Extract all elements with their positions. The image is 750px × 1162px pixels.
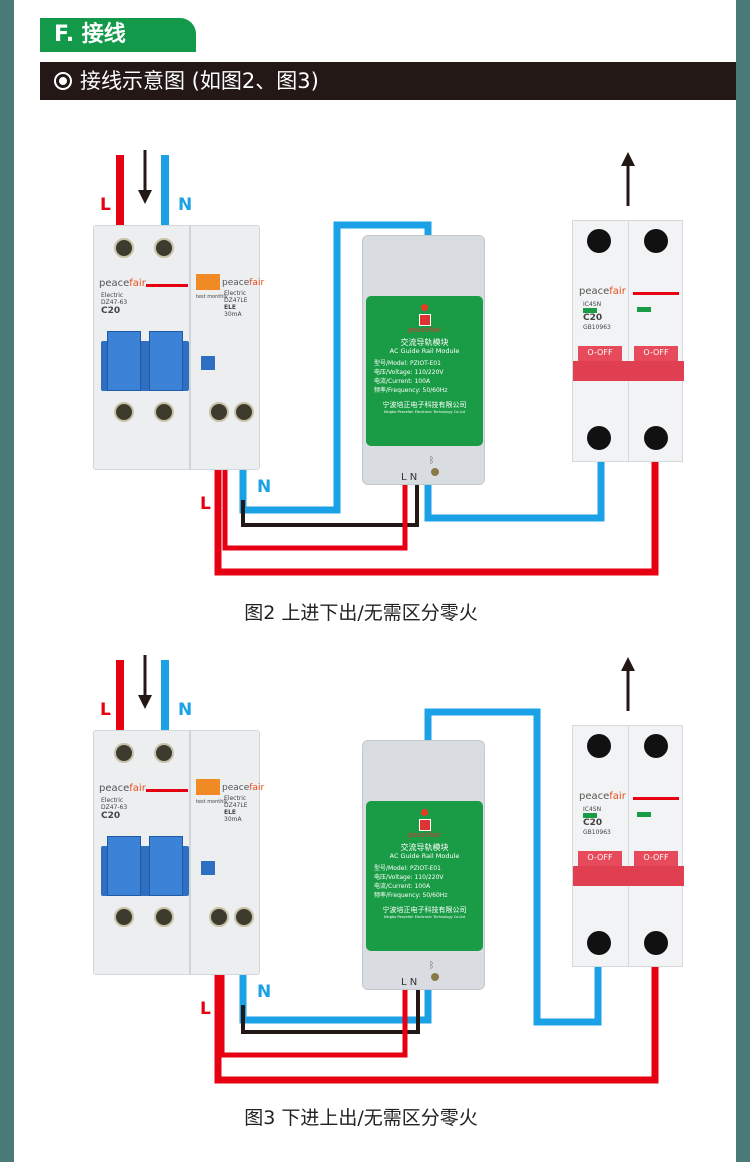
section-title: 接线示意图 (如图2、图3) bbox=[80, 69, 319, 93]
mcb-bottom-terminal bbox=[587, 931, 611, 955]
arrow-up-icon bbox=[621, 152, 635, 206]
mcb-bottom-terminal bbox=[587, 426, 611, 450]
incoming-neutral-wire bbox=[161, 660, 169, 740]
incoming-live-wire bbox=[116, 155, 124, 230]
arrow-up-icon bbox=[621, 657, 635, 711]
neutral-label: N bbox=[257, 982, 272, 1002]
brand-logo: peacefair bbox=[579, 286, 626, 297]
live-wire-module bbox=[219, 935, 408, 1058]
rcbo-out-terminal-n bbox=[234, 907, 254, 927]
module-terminal-labels: L N bbox=[401, 977, 418, 988]
mcb-top-terminal bbox=[587, 734, 611, 758]
live-label: L bbox=[200, 999, 211, 1019]
bluetooth-icon: ᛒ bbox=[429, 961, 435, 971]
ac-guide-rail-module: peacefair 交流导轨模块 AC Guide Rail Module 型号… bbox=[362, 235, 485, 485]
rcbo-top-terminal-n bbox=[154, 238, 174, 258]
brand-logo: peacefair bbox=[222, 278, 265, 288]
ac-guide-rail-module: peacefair 交流导轨模块 AC Guide Rail Module 型号… bbox=[362, 740, 485, 990]
arrow-down-icon bbox=[138, 655, 152, 709]
rcbo-bottom-terminal bbox=[154, 907, 174, 927]
live-label: L bbox=[200, 494, 211, 514]
incoming-live-wire bbox=[116, 660, 124, 735]
rcbo-top-terminal-l bbox=[114, 238, 134, 258]
rcbo-bottom-terminal bbox=[114, 907, 134, 927]
mcb-bottom-terminal bbox=[644, 931, 668, 955]
module-terminal-labels: L N bbox=[401, 472, 418, 483]
test-button bbox=[196, 779, 220, 795]
black-wire bbox=[241, 480, 419, 527]
rcbo-top-terminal-n bbox=[154, 743, 174, 763]
rcbo-top-terminal-l bbox=[114, 743, 134, 763]
rcbo-out-terminal-n bbox=[234, 402, 254, 422]
status-led-icon bbox=[421, 809, 428, 816]
live-label: L bbox=[100, 195, 111, 215]
black-wire bbox=[241, 985, 420, 1034]
brand-logo: peacefair bbox=[99, 783, 146, 794]
figure-caption: 图2 上进下出/无需区分零火 bbox=[244, 602, 478, 624]
brand-logo: peacefair bbox=[222, 783, 265, 793]
rcbo-out-terminal-l bbox=[209, 402, 229, 422]
rcbo-bottom-terminal bbox=[114, 402, 134, 422]
mcb-bottom-terminal bbox=[644, 426, 668, 450]
neutral-wire-out bbox=[424, 708, 602, 1026]
radio-circle-icon bbox=[54, 72, 72, 90]
neutral-label: N bbox=[178, 700, 193, 720]
brand-logo: peacefair bbox=[99, 278, 146, 289]
brand-logo-icon bbox=[418, 819, 431, 831]
mcb-top-terminal bbox=[644, 734, 668, 758]
section-tab: F. 接线 bbox=[40, 18, 196, 52]
bluetooth-icon: ᛒ bbox=[429, 456, 435, 466]
brand-logo: peacefair bbox=[579, 791, 626, 802]
figure-caption: 图3 下进上出/无需区分零火 bbox=[244, 1107, 478, 1129]
test-button bbox=[196, 274, 220, 290]
neutral-label: N bbox=[178, 195, 193, 215]
live-wire-out bbox=[214, 925, 659, 1084]
neutral-wire-out bbox=[424, 440, 605, 522]
arrow-down-icon bbox=[138, 150, 152, 204]
wiring bbox=[214, 221, 659, 576]
module-label: peacefair 交流导轨模块 AC Guide Rail Module 型号… bbox=[366, 296, 483, 446]
rcbo-toggle[interactable] bbox=[101, 836, 189, 896]
section-title-bar: 接线示意图 (如图2、图3) bbox=[40, 62, 736, 100]
status-led-icon bbox=[421, 304, 428, 311]
mcb-top-terminal bbox=[587, 229, 611, 253]
incoming-neutral-wire bbox=[161, 155, 169, 235]
rcbo-toggle[interactable] bbox=[101, 331, 189, 391]
live-wire-out bbox=[214, 420, 659, 576]
live-label: L bbox=[100, 700, 111, 720]
rcbo-bottom-terminal bbox=[154, 402, 174, 422]
neutral-label: N bbox=[257, 477, 272, 497]
brand-logo-icon bbox=[418, 314, 431, 326]
live-wire-module bbox=[222, 430, 408, 551]
neutral-wire-in bbox=[239, 221, 432, 514]
rcbo-out-terminal-l bbox=[209, 907, 229, 927]
mcb-top-terminal bbox=[644, 229, 668, 253]
module-label: peacefair 交流导轨模块 AC Guide Rail Module 型号… bbox=[366, 801, 483, 951]
